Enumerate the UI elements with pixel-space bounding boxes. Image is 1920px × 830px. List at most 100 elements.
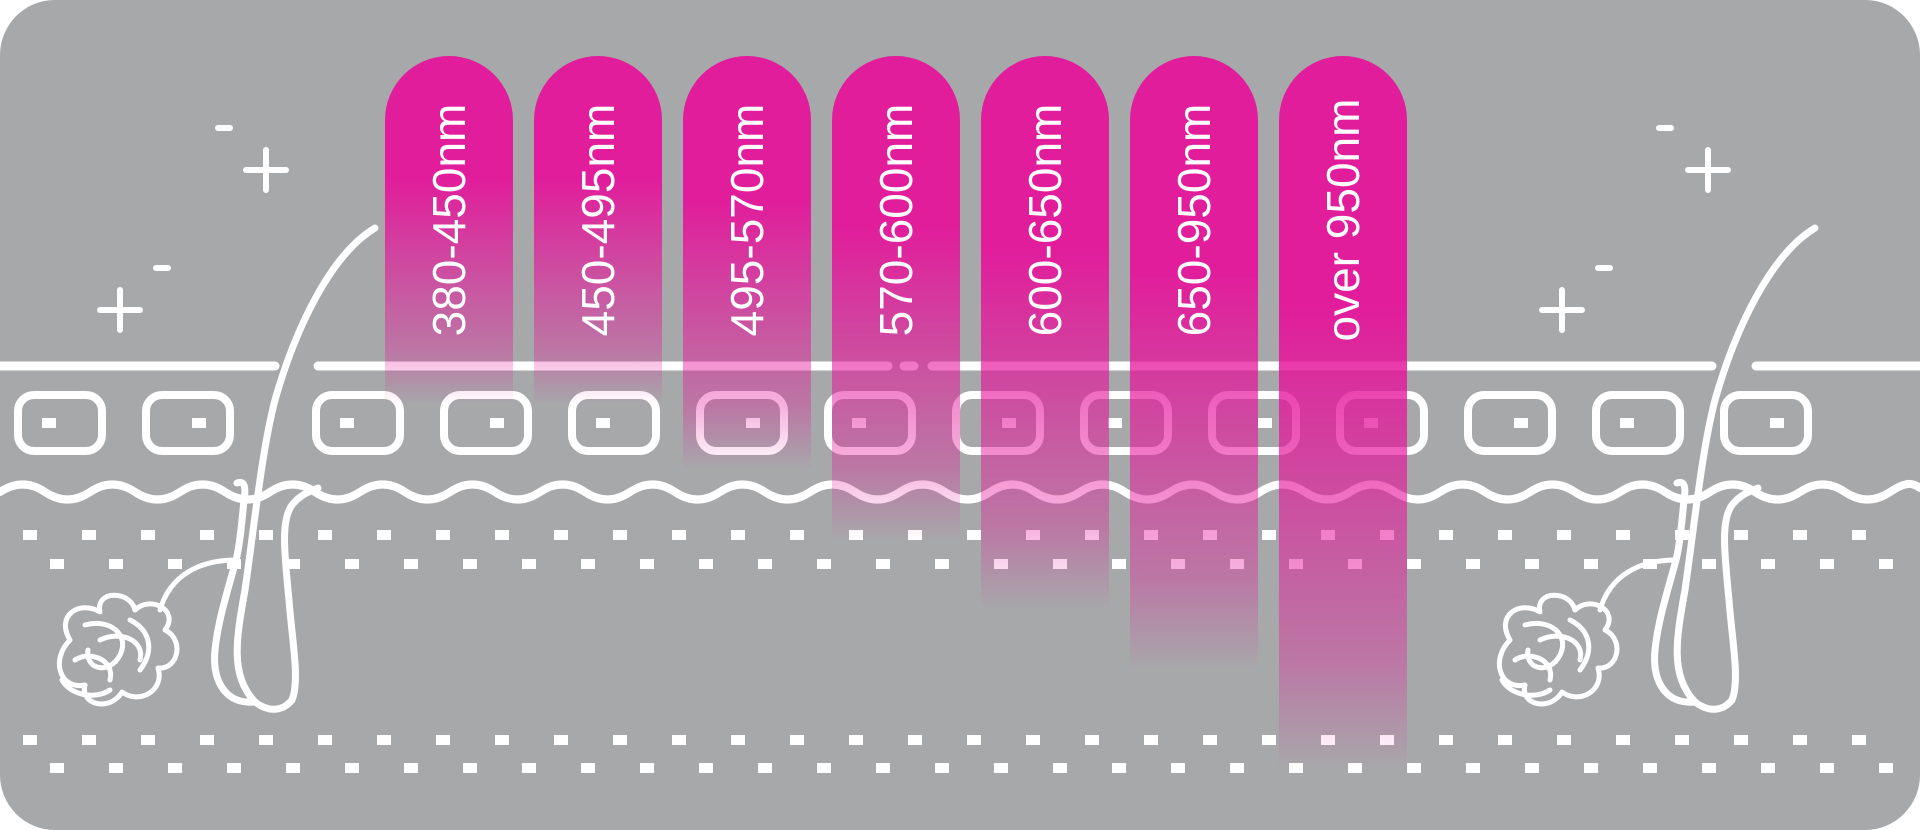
dermis-dot <box>1466 763 1480 773</box>
dermis-dot <box>463 763 477 773</box>
dermis-dot <box>1525 559 1539 569</box>
wavelength-band: 450-495nm <box>534 56 662 405</box>
dermis-dot <box>1557 530 1571 540</box>
dermis-dot <box>200 735 214 745</box>
dermis-dot <box>1584 559 1598 569</box>
dermis-dot <box>1616 530 1630 540</box>
dermis-dot <box>849 735 863 745</box>
dermis-dot <box>1466 559 1480 569</box>
dermis-dot <box>1702 763 1716 773</box>
plus-icon <box>97 287 143 333</box>
dermis-dot <box>935 763 949 773</box>
dermis-dot <box>1879 763 1893 773</box>
dermis-dot <box>1879 559 1893 569</box>
dermis-dot <box>613 530 627 540</box>
dermis-dot <box>23 530 37 540</box>
dermis-dot <box>1439 735 1453 745</box>
epidermis-cell <box>1592 391 1684 455</box>
epidermis-cell <box>1464 391 1556 455</box>
dermis-dot <box>82 735 96 745</box>
dermis-dot <box>613 735 627 745</box>
wavelength-label: over 950nm <box>1317 99 1369 342</box>
dermis-dot <box>1852 735 1866 745</box>
wavelength-label: 495-570nm <box>721 104 773 337</box>
dermis-dot <box>1734 530 1748 540</box>
dermis-dot <box>1230 763 1244 773</box>
dermis-dot <box>1262 530 1276 540</box>
dermis-dot <box>1203 735 1217 745</box>
wavelength-band: 570-600nm <box>832 56 960 540</box>
dermis-dot <box>141 530 155 540</box>
dermis-dot <box>731 735 745 745</box>
dermal-wave-line <box>0 479 1920 504</box>
dermis-dot <box>50 763 64 773</box>
dermis-dot <box>1407 763 1421 773</box>
dermis-dot <box>1439 530 1453 540</box>
dermis-dot <box>554 530 568 540</box>
dermis-dot <box>495 530 509 540</box>
dermis-dot <box>200 530 214 540</box>
dermis-dot <box>758 559 772 569</box>
dermis-dot <box>1852 530 1866 540</box>
hair-follicle-icon <box>157 224 379 713</box>
dermis-dot <box>463 559 477 569</box>
dermis-dot <box>1702 559 1716 569</box>
dermis-dot <box>404 559 418 569</box>
dermis-dot <box>908 735 922 745</box>
dermis-dot <box>967 530 981 540</box>
dermis-dot <box>1761 763 1775 773</box>
dermis-dot <box>109 763 123 773</box>
dermis-dot <box>23 735 37 745</box>
plus-icon <box>243 147 289 193</box>
epidermis-cell <box>14 391 106 455</box>
dermis-dot <box>522 763 536 773</box>
dermis-dot <box>1820 763 1834 773</box>
dermis-dot <box>168 763 182 773</box>
sebaceous-gland-icon <box>1496 592 1620 707</box>
dermis-dot <box>1643 763 1657 773</box>
dermis-dot <box>1053 763 1067 773</box>
dermis-dot <box>1144 735 1158 745</box>
dermis-dot <box>640 763 654 773</box>
dermis-dot <box>1112 559 1126 569</box>
dermis-dot <box>1616 735 1630 745</box>
dermis-dot <box>1675 735 1689 745</box>
dermis-dot <box>259 530 273 540</box>
dermis-dot <box>1262 735 1276 745</box>
dermis-dot <box>318 530 332 540</box>
sebaceous-gland-icon <box>56 592 180 707</box>
wavelength-band: 650-950nm <box>1130 56 1258 670</box>
dermis-dot <box>699 763 713 773</box>
plus-icon <box>1685 147 1731 193</box>
dermis-dot <box>790 735 804 745</box>
dermis-dot <box>286 559 300 569</box>
dermis-dot <box>1085 735 1099 745</box>
dermis-dot <box>1820 559 1834 569</box>
dermis-dot <box>168 559 182 569</box>
dermis-dot <box>1793 735 1807 745</box>
dermis-dot <box>640 559 654 569</box>
dermis-dot <box>227 763 241 773</box>
dermis-dot <box>876 559 890 569</box>
hair-follicle-icon <box>1597 224 1819 713</box>
wavelength-label: 650-950nm <box>1168 104 1220 337</box>
wavelength-label: 450-495nm <box>572 104 624 337</box>
epidermis-cell <box>312 391 404 455</box>
dermis-dot <box>377 735 391 745</box>
dermis-dot <box>345 763 359 773</box>
dermis-dot <box>581 559 595 569</box>
wavelength-label: 380-450nm <box>423 104 475 337</box>
dermis-dot <box>1584 763 1598 773</box>
dermis-dot <box>1026 735 1040 745</box>
dermis-dot <box>1498 735 1512 745</box>
wavelength-band: over 950nm <box>1279 56 1407 770</box>
wavelength-band: 380-450nm <box>385 56 513 405</box>
wavelength-band: 495-570nm <box>683 56 811 470</box>
plus-icon <box>1539 287 1585 333</box>
dermis-dot <box>1498 530 1512 540</box>
dermis-dot <box>1407 559 1421 569</box>
dermis-dot <box>672 530 686 540</box>
dermis-dot <box>967 735 981 745</box>
